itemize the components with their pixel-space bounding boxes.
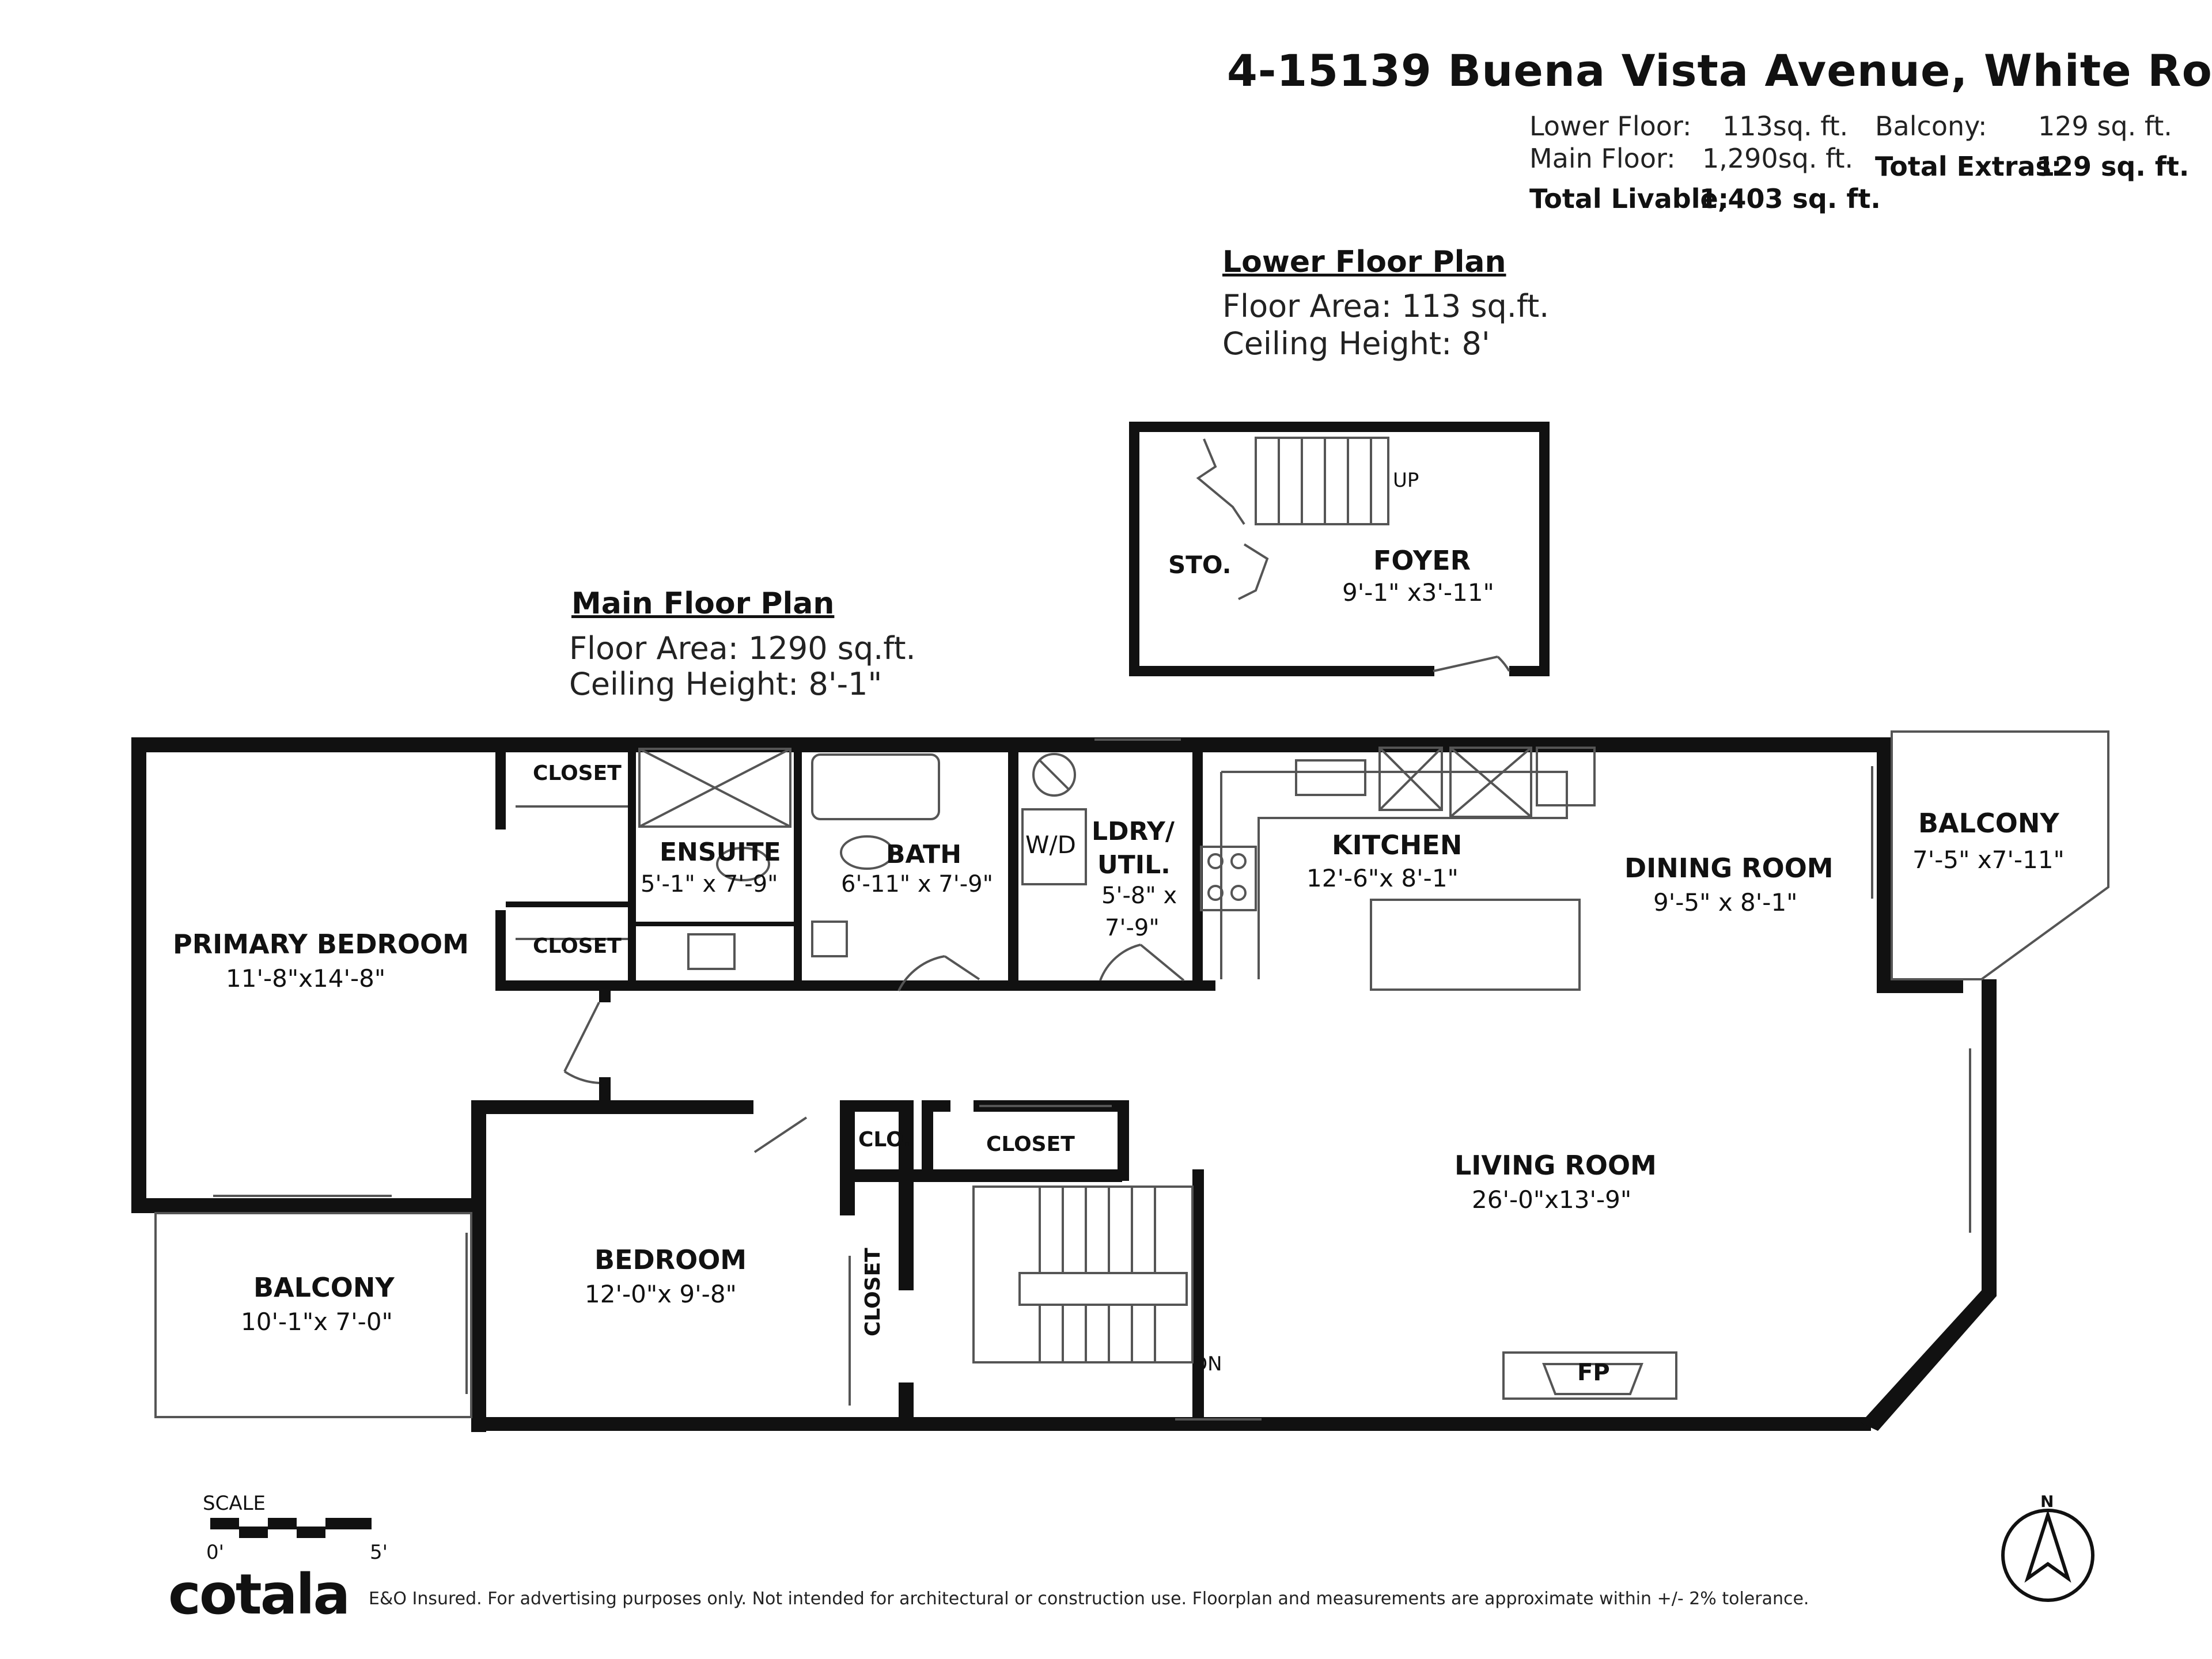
laundry-dims-1: 5'-8" x	[1101, 882, 1177, 909]
total-livable-label: Total Livable:	[1529, 183, 1729, 214]
balcony-east-dims: 7'-5" x7'-11"	[1912, 846, 2065, 874]
balcony-west-name: BALCONY	[253, 1272, 395, 1303]
balcony-area-value: 129 sq. ft.	[2038, 111, 2172, 142]
scale-start-label: 0'	[206, 1541, 224, 1564]
balcony-west-dims: 10'-1"x 7'-0"	[241, 1308, 393, 1336]
north-label: N	[2040, 1492, 2054, 1511]
foyer-dims: 9'-1" x3'-11"	[1342, 578, 1494, 607]
washer-dryer-label: W/D	[1025, 831, 1077, 859]
main-floor-label: Main Floor:	[1529, 143, 1676, 174]
laundry-name-1: LDRY/	[1092, 817, 1175, 846]
cotala-logo: cotala	[168, 1562, 350, 1627]
closet-mid-label: CLOSET	[533, 934, 622, 958]
property-address: 4-15139 Buena Vista Avenue, White Rock	[1227, 45, 2212, 96]
living-room-dims: 26'-0"x13'-9"	[1472, 1185, 1632, 1214]
lower-plan-heading: Lower Floor Plan	[1222, 245, 1506, 279]
total-extras-value: 129 sq. ft.	[2036, 151, 2190, 182]
fireplace-label: FP	[1577, 1359, 1610, 1386]
dining-room-name: DINING ROOM	[1624, 853, 1834, 884]
walls	[131, 422, 1997, 1432]
closet-top-label: CLOSET	[533, 762, 622, 785]
ensuite-name: ENSUITE	[660, 838, 781, 867]
main-floor-value: 1,290sq. ft.	[1702, 143, 1854, 174]
total-livable-value: 1,403 sq. ft.	[1699, 183, 1881, 214]
closet-vertical-label: CLOSET	[861, 1248, 885, 1336]
primary-bedroom-name: PRIMARY BEDROOM	[173, 929, 469, 960]
storage-label: STO.	[1168, 551, 1232, 579]
ensuite-dims: 5'-1" x 7'-9"	[641, 871, 778, 897]
dining-room-dims: 9'-5" x 8'-1"	[1653, 888, 1798, 916]
foyer-name: FOYER	[1373, 545, 1471, 576]
hall-closet-label: CLOSET	[986, 1132, 1075, 1156]
scale-end-label: 5'	[370, 1541, 388, 1564]
laundry-name-2: UTIL.	[1097, 850, 1171, 880]
scale-label: SCALE	[203, 1492, 266, 1515]
primary-bedroom-dims: 11'-8"x14'-8"	[226, 964, 386, 993]
north-arrow-icon	[2001, 1509, 2094, 1602]
lower-plan-ceiling-height: Ceiling Height: 8'	[1222, 325, 1490, 362]
bath-dims: 6'-11" x 7'-9"	[841, 871, 994, 897]
laundry-dims-2: 7'-9"	[1105, 915, 1160, 941]
main-plan-heading: Main Floor Plan	[571, 586, 835, 621]
fixtures	[154, 437, 2109, 1421]
lower-plan-floor-area: Floor Area: 113 sq.ft.	[1222, 288, 1550, 324]
clo-label: CLO.	[858, 1128, 911, 1152]
living-room-name: LIVING ROOM	[1455, 1150, 1657, 1181]
main-plan-ceiling-height: Ceiling Height: 8'-1"	[569, 666, 882, 702]
stairs-down-label: DN	[1192, 1353, 1222, 1376]
lower-floor-label: Lower Floor:	[1529, 111, 1692, 142]
total-extras-label: Total Extras:	[1875, 151, 2062, 182]
disclaimer-text: E&O Insured. For advertising purposes on…	[369, 1589, 1809, 1609]
balcony-east-name: BALCONY	[1918, 808, 2059, 839]
kitchen-dims: 12'-6"x 8'-1"	[1306, 864, 1459, 892]
scale-bar	[210, 1518, 372, 1538]
kitchen-name: KITCHEN	[1332, 830, 1463, 861]
balcony-area-label: Balcony:	[1875, 111, 1987, 142]
lower-floor-value: 113sq. ft.	[1722, 111, 1849, 142]
bath-name: BATH	[886, 840, 962, 869]
main-plan-floor-area: Floor Area: 1290 sq.ft.	[569, 630, 916, 666]
stairs-up-label: UP	[1393, 469, 1419, 492]
bedroom-dims: 12'-0"x 9'-8"	[585, 1280, 737, 1308]
bedroom-name: BEDROOM	[594, 1244, 747, 1275]
